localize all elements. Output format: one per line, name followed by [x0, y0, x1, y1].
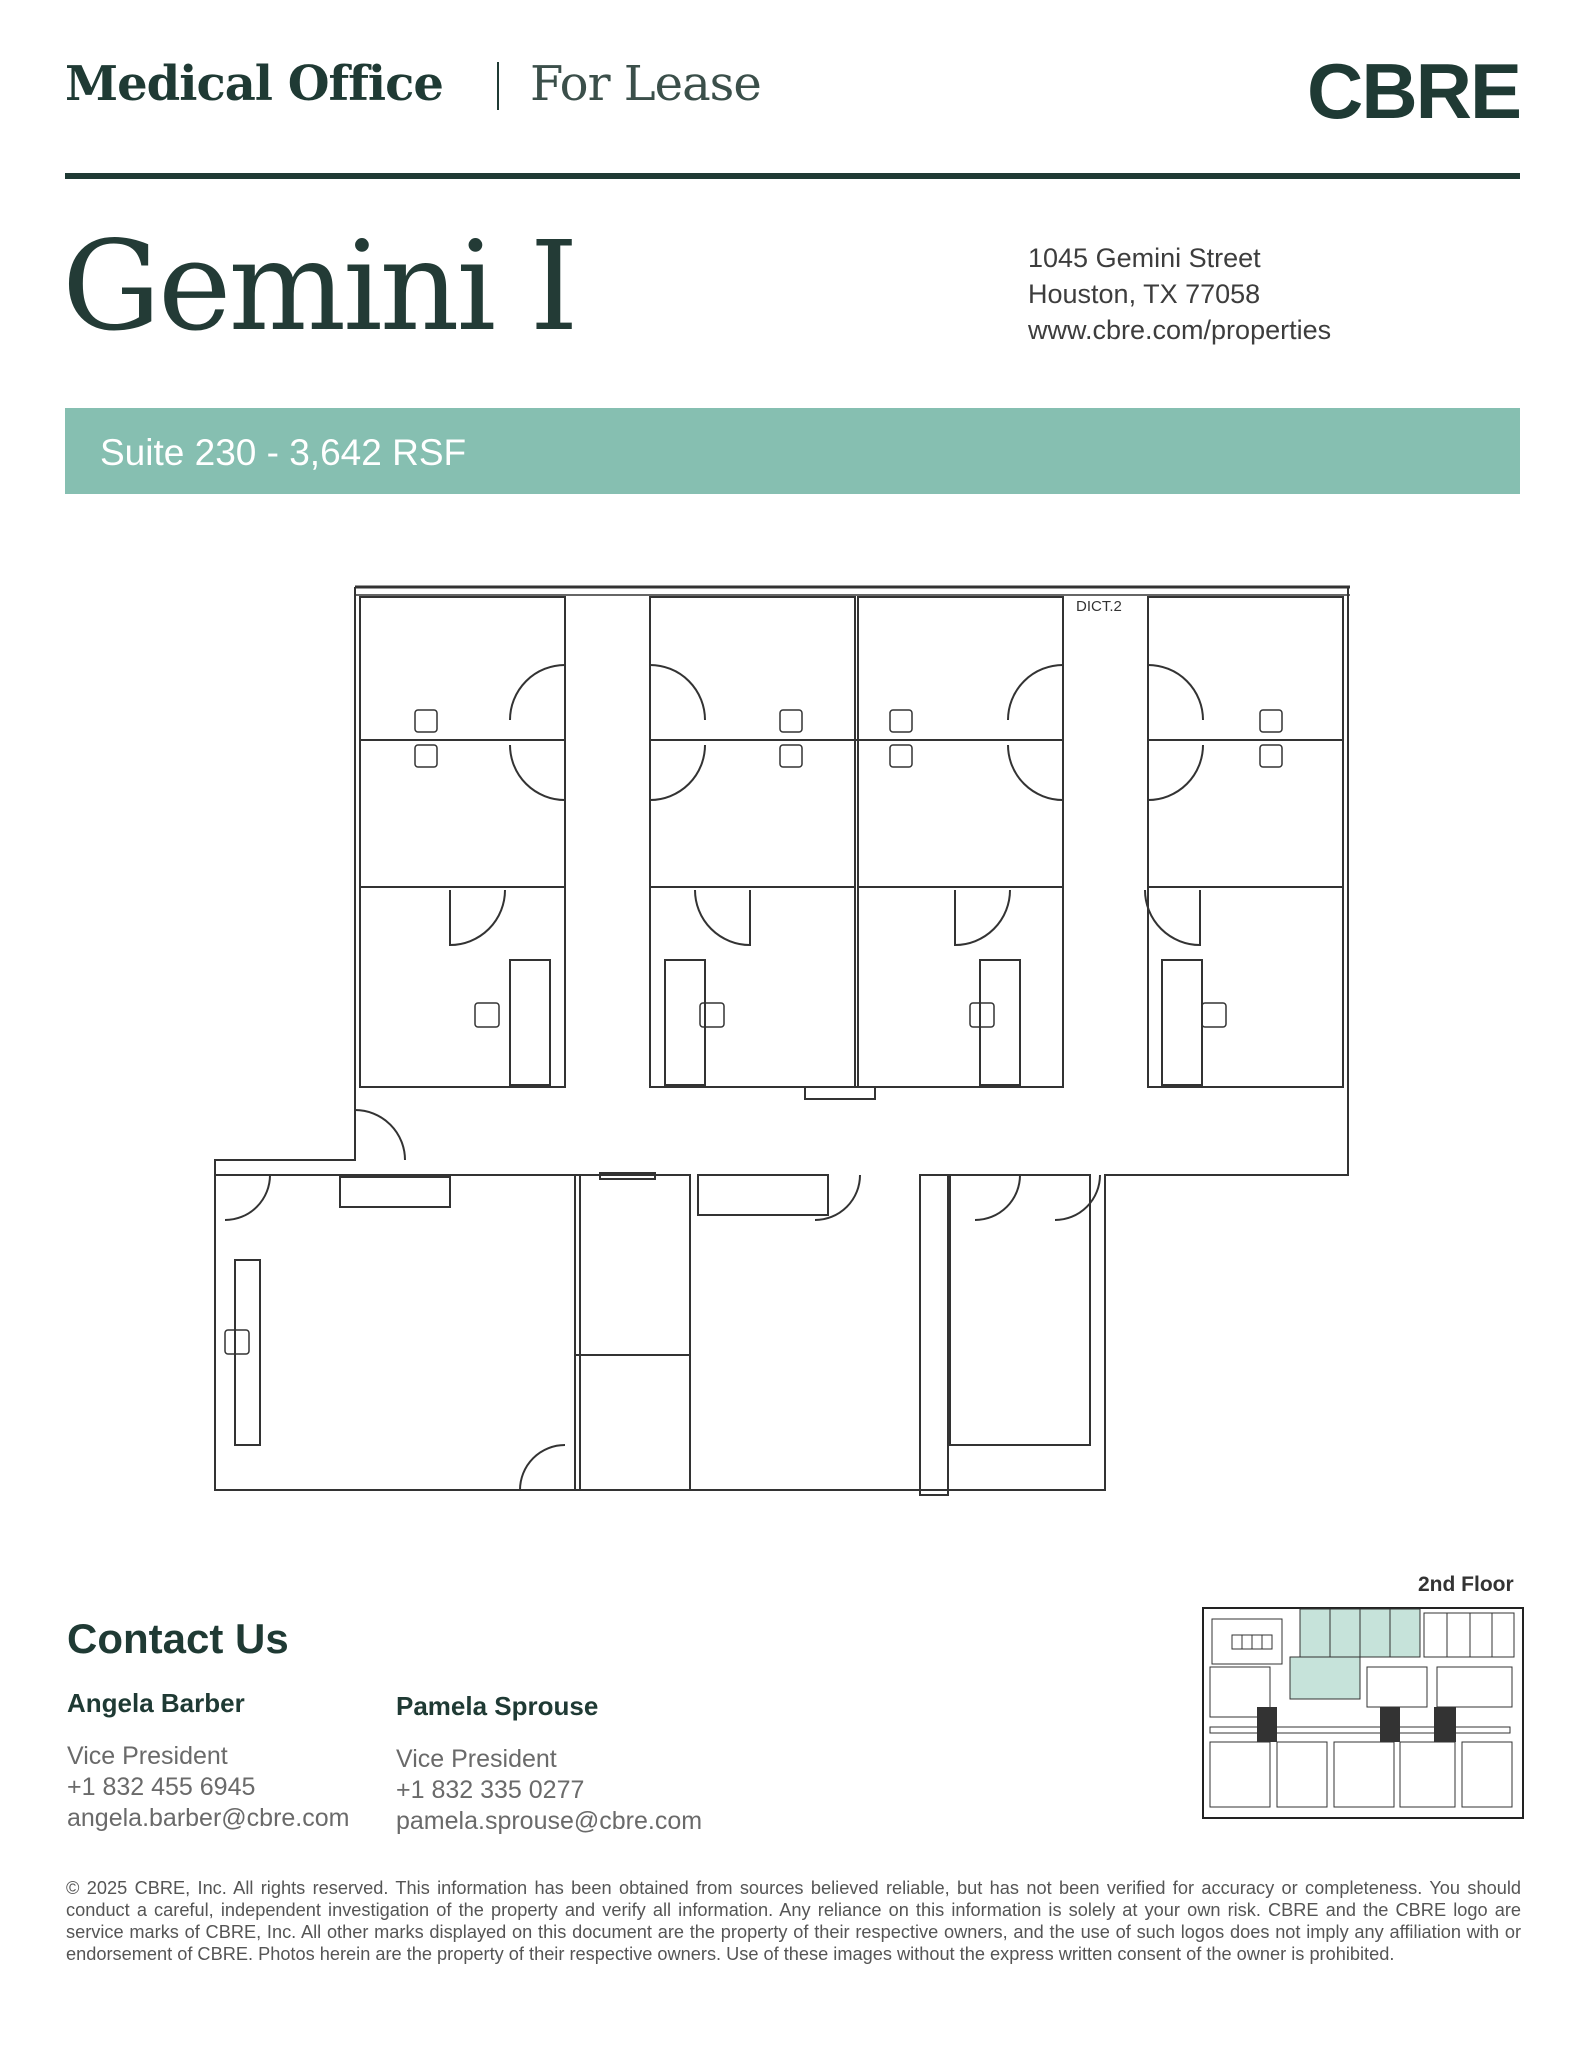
cbre-logo: CBRE — [1306, 47, 1522, 135]
contact-card: Angela Barber Vice President +1 832 455 … — [67, 1688, 349, 1834]
contact-card: Pamela Sprouse Vice President +1 832 335… — [396, 1691, 702, 1837]
page-header: Medical Office For Lease CBRE — [65, 52, 1522, 130]
floor-plan: DICT.2 — [214, 585, 1350, 1496]
contact-name: Angela Barber — [67, 1688, 245, 1718]
contact-phone[interactable]: +1 832 455 6945 — [67, 1773, 256, 1801]
header-rule — [65, 173, 1520, 179]
website-link[interactable]: www.cbre.com/properties — [1028, 315, 1332, 345]
keyplan-label: 2nd Floor — [1418, 1573, 1514, 1596]
room-label-dict2: DICT.2 — [1076, 598, 1122, 615]
contact-email[interactable]: pamela.sprouse@cbre.com — [396, 1807, 703, 1835]
contact-heading: Contact Us — [67, 1615, 289, 1662]
suite-label: Suite 230 - 3,642 RSF — [100, 432, 467, 473]
contact-email[interactable]: angela.barber@cbre.com — [67, 1804, 350, 1832]
suite-banner: Suite 230 - 3,642 RSF — [65, 408, 1520, 494]
address-street: 1045 Gemini Street — [1028, 243, 1261, 273]
header-divider — [497, 62, 499, 110]
address-city: Houston, TX 77058 — [1028, 279, 1261, 309]
contact-title: Vice President — [67, 1742, 228, 1770]
keyplan-thumbnail — [1202, 1607, 1524, 1819]
contact-title: Vice President — [396, 1745, 557, 1773]
listing-type-label: For Lease — [530, 56, 762, 112]
contact-phone[interactable]: +1 832 335 0277 — [396, 1776, 585, 1804]
property-title: Gemini I — [62, 215, 579, 359]
contact-name: Pamela Sprouse — [396, 1691, 599, 1721]
legal-disclaimer: © 2025 CBRE, Inc. All rights reserved. T… — [66, 1878, 1521, 1964]
property-address: 1045 Gemini Street Houston, TX 77058 www… — [1028, 240, 1331, 348]
category-label: Medical Office — [65, 56, 444, 112]
